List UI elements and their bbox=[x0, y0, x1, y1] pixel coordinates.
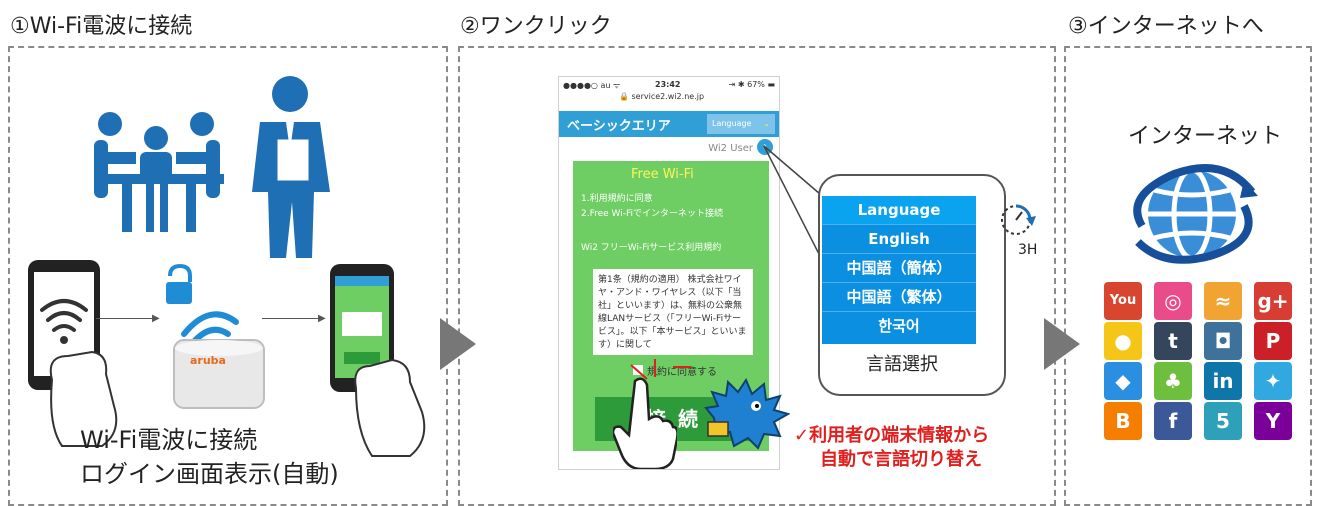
standing-person-icon bbox=[252, 76, 330, 258]
terms-heading: Wi2 フリーWi-Fiサービス利用規約 bbox=[581, 243, 722, 253]
login-screen: ●●●●○ au ᯤ 23:42 ⇥ ✱ 67% ▬ 🔒 service2.wi… bbox=[558, 76, 780, 470]
bubble-connector bbox=[763, 145, 821, 257]
linkedin-icon: in bbox=[1204, 362, 1242, 400]
bubble-caption: 言語選択 bbox=[866, 354, 938, 375]
blogger-icon: B bbox=[1104, 402, 1142, 440]
chevron-down-icon: ⌄ bbox=[763, 119, 770, 128]
instagram-icon: ◘ bbox=[1204, 322, 1242, 360]
arrow-head-1: ▶ bbox=[152, 313, 160, 324]
language-button[interactable]: Language ⌄ bbox=[707, 114, 775, 134]
step-line1: 1.利用規約に同意 bbox=[581, 194, 653, 204]
language-option-chinese-traditional[interactable]: 中国語（繁体） bbox=[822, 283, 976, 312]
arrow-head-2: ▶ bbox=[318, 313, 326, 324]
step1-title: ①Wi-Fi電波に接続 bbox=[10, 14, 193, 39]
meeting-people-icon bbox=[94, 112, 224, 232]
step-line2: 2.Free Wi-Fiでインターネット接続 bbox=[581, 209, 724, 219]
step3-title: ③インターネットへ bbox=[1068, 14, 1264, 39]
timer-icon bbox=[1001, 204, 1036, 235]
carrier-signal: ●●●●○ au ᯤ bbox=[563, 81, 621, 90]
pinterest-icon: P bbox=[1254, 322, 1292, 360]
auto-language-note-line2: 自動で言語切り替え bbox=[820, 449, 982, 470]
wifi-access-point-icon bbox=[166, 263, 265, 409]
google-plus-icon: g+ bbox=[1254, 282, 1292, 320]
language-menu: Language English 中国語（簡体） 中国語（繁体） 한국어 bbox=[822, 196, 976, 344]
smartphone-wifi-icon bbox=[28, 260, 118, 447]
mascot-icon bbox=[704, 378, 790, 450]
user-label: Wi2 User bbox=[708, 143, 753, 154]
sns-icon-grid: You ◎ ≈ g+ ● t ◘ P ◆ ♣ in ✦ B f 5 Y bbox=[1104, 282, 1304, 442]
timer-label: 3H bbox=[1018, 242, 1038, 258]
evernote-icon: ♣ bbox=[1154, 362, 1192, 400]
language-button-label: Language bbox=[712, 119, 752, 128]
language-option-english[interactable]: English bbox=[822, 225, 976, 254]
language-option-chinese-simplified[interactable]: 中国語（簡体） bbox=[822, 254, 976, 283]
step1-caption-line2: ログイン画面表示(自動) bbox=[80, 460, 339, 488]
url-bar[interactable]: 🔒 service2.wi2.ne.jp bbox=[619, 92, 705, 101]
rss-icon: ≈ bbox=[1204, 282, 1242, 320]
flow-arrow-2 bbox=[1044, 318, 1080, 370]
terms-textbox[interactable]: 第1条（規約の適用） 株式会社ワイヤ・アンド・ワイヤレス（以下「当社」といいます… bbox=[593, 269, 753, 355]
language-menu-header: Language bbox=[822, 196, 976, 225]
auto-language-note-line1: ✓利用者の端末情報から bbox=[794, 425, 990, 446]
ap-brand-label: aruba bbox=[190, 354, 226, 367]
internet-label: インターネット bbox=[1128, 124, 1283, 149]
agree-label: 規約に同意する bbox=[647, 367, 717, 378]
tumblr-icon: t bbox=[1154, 322, 1192, 360]
flow-arrow-1 bbox=[440, 318, 476, 370]
clock: 23:42 bbox=[655, 80, 681, 89]
tap-hand-icon bbox=[613, 377, 677, 469]
dribbble-icon: ◎ bbox=[1154, 282, 1192, 320]
smartphone-login-icon bbox=[330, 264, 426, 457]
twitter-icon: ✦ bbox=[1254, 362, 1292, 400]
language-option-korean[interactable]: 한국어 bbox=[878, 317, 920, 335]
html5-icon: 5 bbox=[1204, 402, 1242, 440]
arrow-line-1 bbox=[96, 318, 156, 319]
youtube-icon: You bbox=[1104, 282, 1142, 320]
step1-caption-line1: Wi-Fi電波に接続 bbox=[80, 426, 258, 454]
tap-marks bbox=[630, 359, 691, 380]
nav-bar: ベーシックエリア Language ⌄ bbox=[559, 111, 779, 137]
dropbox-icon: ◆ bbox=[1104, 362, 1142, 400]
globe-icon bbox=[1133, 164, 1258, 264]
chat-icon: ● bbox=[1104, 322, 1142, 360]
arrow-line-2 bbox=[262, 318, 322, 319]
free-wifi-title: Free Wi-Fi bbox=[631, 167, 694, 182]
step2-title: ②ワンクリック bbox=[460, 14, 612, 39]
nav-title: ベーシックエリア bbox=[567, 119, 671, 134]
battery-status: ⇥ ✱ 67% ▬ bbox=[728, 80, 775, 89]
facebook-icon: f bbox=[1154, 402, 1192, 440]
yahoo-icon: Y bbox=[1254, 402, 1292, 440]
